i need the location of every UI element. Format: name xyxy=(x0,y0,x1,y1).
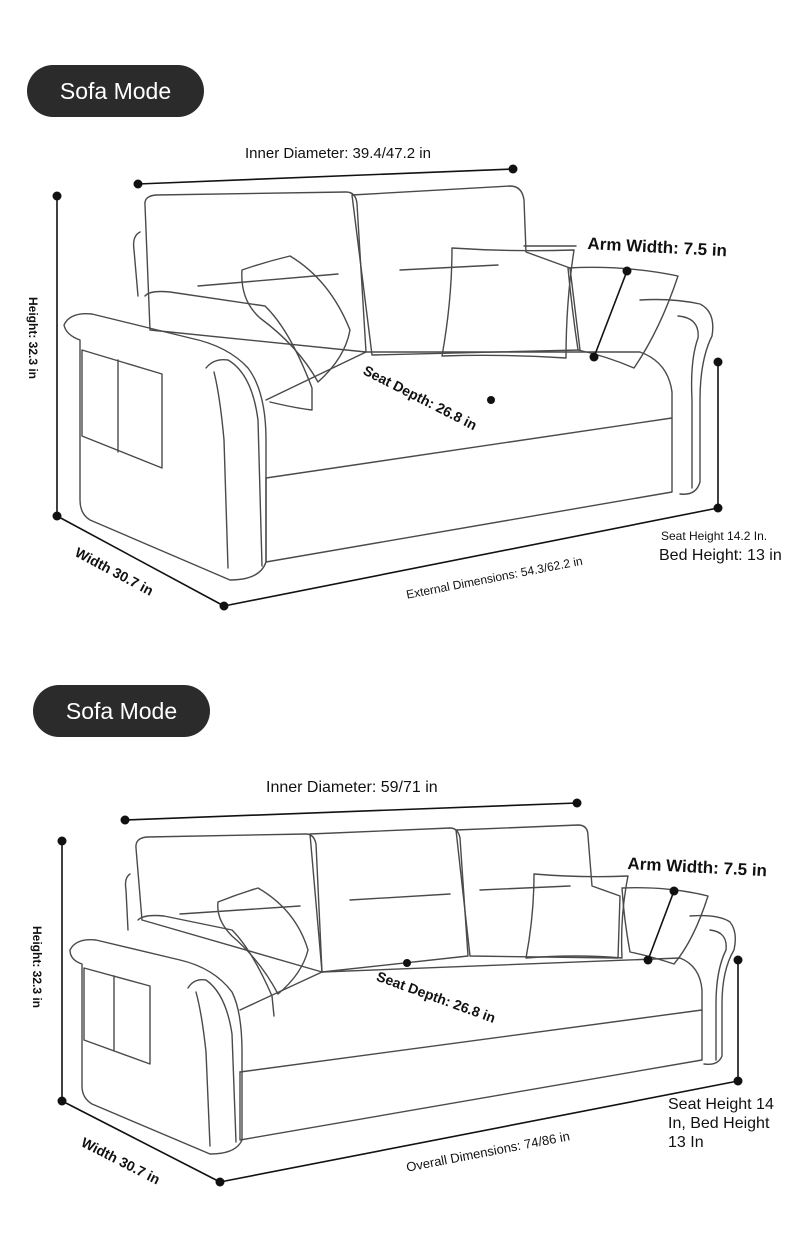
sofa-panel-2: Sofa Mode Inner Diameter: 59/71 in Arm W… xyxy=(0,620,790,1239)
seat-bed-height-line: In, Bed Height xyxy=(668,1115,770,1132)
sofa-outline xyxy=(63,185,714,581)
seat-bed-height-line: Seat Height 14 xyxy=(668,1096,774,1113)
mode-badge: Sofa Mode xyxy=(27,65,204,117)
sofa-outline xyxy=(69,824,737,1155)
bed-height-label: Bed Height: 13 in xyxy=(659,547,782,564)
inner-diameter-label: Inner Diameter: 39.4/47.2 in xyxy=(245,145,431,162)
height-label: Height: 32.3 in xyxy=(26,297,40,380)
dimension-lines xyxy=(57,798,743,1187)
seat-bed-height-line: 13 In xyxy=(668,1134,704,1151)
seat-bed-height-label: Seat Height 14 In, Bed Height 13 In xyxy=(668,1095,774,1152)
sofa-diagram-1 xyxy=(52,164,723,611)
inner-diameter-label: Inner Diameter: 59/71 in xyxy=(266,779,438,796)
height-label: Height: 32.3 in xyxy=(30,926,44,1009)
seat-height-label: Seat Height 14.2 In. xyxy=(661,529,768,543)
dimension-lines xyxy=(52,164,723,611)
mode-badge: Sofa Mode xyxy=(33,685,210,737)
sofa-panel-1: Sofa Mode Inner Diameter: 39.4/47.2 in A… xyxy=(0,0,790,619)
sofa-diagram-2 xyxy=(57,798,743,1187)
